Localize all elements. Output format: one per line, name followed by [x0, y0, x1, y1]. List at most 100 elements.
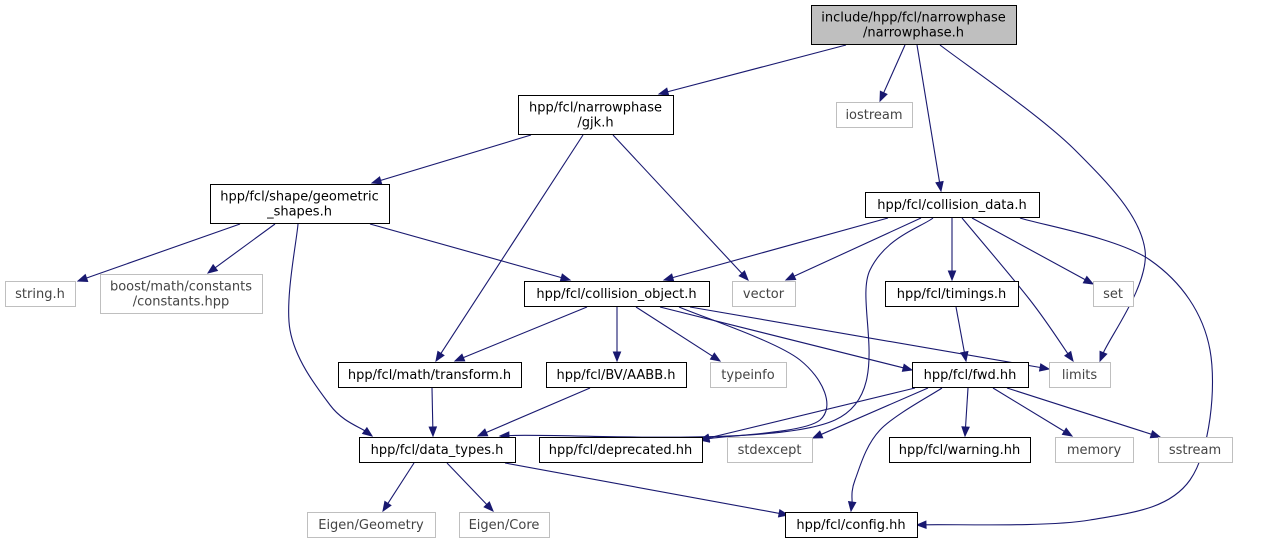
edge-line: [507, 217, 934, 438]
edge-collision_object-to-transform: [453, 306, 588, 362]
node-box: [836, 102, 913, 128]
node-gjk[interactable]: hpp/fcl/narrowphase/gjk.h: [518, 95, 674, 135]
edge-line: [446, 462, 488, 506]
node-label: memory: [1067, 443, 1122, 458]
edge-arrowhead: [901, 363, 914, 372]
edge-transform-to-data_types: [428, 387, 438, 438]
edge-collision_data-to-data_types: [498, 217, 934, 440]
edge-line: [882, 44, 906, 94]
node-root[interactable]: include/hpp/fcl/narrowphase/narrowphase.…: [811, 5, 1017, 45]
edge-arrowhead: [435, 350, 445, 363]
edge-line: [707, 387, 916, 439]
edge-arrowhead: [1082, 275, 1095, 285]
node-box: [359, 437, 516, 463]
node-label: /gjk.h: [577, 116, 613, 131]
node-box: [885, 281, 1019, 307]
node-label: hpp/fcl/collision_data.h: [877, 198, 1027, 213]
node-box: [889, 437, 1031, 463]
node-box: [459, 512, 550, 538]
node-box: [811, 5, 1017, 45]
node-eigen_geometry: Eigen/Geometry: [307, 512, 436, 538]
edge-line: [924, 217, 1214, 526]
node-data_types[interactable]: hpp/fcl/data_types.h: [359, 437, 516, 463]
node-timings[interactable]: hpp/fcl/timings.h: [885, 281, 1019, 307]
edge-collision_data-to-set: [971, 217, 1095, 285]
edge-line: [916, 44, 941, 184]
node-box: [5, 281, 76, 307]
edge-arrowhead: [1099, 350, 1108, 363]
edge-collision_object-to-limits: [689, 306, 1051, 372]
node-label: hpp/fcl/config.hh: [796, 518, 905, 533]
nodes-layer: include/hpp/fcl/narrowphase/narrowphase.…: [5, 5, 1233, 538]
node-fwd[interactable]: hpp/fcl/fwd.hh: [912, 362, 1029, 388]
node-label: typeinfo: [721, 368, 774, 383]
node-box: [210, 184, 390, 224]
node-memory: memory: [1055, 437, 1134, 463]
edge-root-to-gjk: [657, 44, 847, 96]
node-deprecated[interactable]: hpp/fcl/deprecated.hh: [539, 437, 703, 463]
edge-line: [485, 387, 591, 434]
edge-arrowhead: [206, 263, 219, 274]
node-box: [518, 95, 674, 135]
edge-line: [666, 44, 847, 93]
node-label: hpp/fcl/warning.hh: [899, 443, 1021, 458]
edge-arrowhead: [361, 426, 374, 437]
edge-arrowhead: [709, 352, 722, 362]
edge-arrowhead: [847, 501, 857, 513]
node-limits: limits: [1049, 362, 1111, 388]
node-collision_object[interactable]: hpp/fcl/collision_object.h: [524, 281, 710, 307]
edge-line: [971, 217, 1087, 281]
node-label: hpp/fcl/BV/AABB.h: [557, 368, 676, 383]
node-transform[interactable]: hpp/fcl/math/transform.h: [338, 362, 522, 388]
edge-aabb-to-data_types: [476, 387, 591, 437]
node-collision_data[interactable]: hpp/fcl/collision_data.h: [865, 192, 1040, 218]
edge-geometric-to-boostmath: [206, 223, 276, 274]
edge-arrowhead: [428, 426, 438, 438]
node-box: [1093, 281, 1134, 307]
edge-arrowhead: [657, 87, 670, 96]
edge-fwd-to-memory: [992, 387, 1074, 437]
node-box: [524, 281, 710, 307]
edge-collision_object-to-fwd: [659, 306, 914, 372]
edge-line: [612, 134, 743, 275]
node-config[interactable]: hpp/fcl/config.hh: [785, 512, 918, 538]
node-label: hpp/fcl/narrowphase: [529, 101, 662, 116]
edge-line: [659, 306, 905, 369]
node-box: [307, 512, 436, 538]
node-typeinfo: typeinfo: [710, 362, 787, 388]
node-string: string.h: [5, 281, 76, 307]
node-boostmath: boost/math/constants/constants.hpp: [100, 274, 263, 314]
node-set: set: [1093, 281, 1134, 307]
node-label: sstream: [1169, 443, 1221, 458]
edge-arrowhead: [935, 180, 944, 193]
node-label: hpp/fcl/collision_object.h: [536, 287, 696, 302]
node-geometric[interactable]: hpp/fcl/shape/geometric_shapes.h: [210, 184, 390, 224]
edge-fwd-to-deprecated: [698, 387, 916, 442]
edge-fwd-to-warning: [961, 387, 970, 438]
edge-line: [820, 387, 929, 436]
edge-line: [1006, 387, 1153, 436]
edge-arrowhead: [1149, 429, 1162, 439]
edge-line: [961, 217, 1069, 355]
node-box: [546, 362, 687, 388]
node-vector: vector: [732, 281, 796, 307]
edge-root-to-iostream: [879, 44, 906, 103]
node-sstream: sstream: [1158, 437, 1233, 463]
node-warning[interactable]: hpp/fcl/warning.hh: [889, 437, 1031, 463]
edge-line: [964, 387, 969, 429]
node-label: hpp/fcl/data_types.h: [371, 443, 504, 458]
node-label: include/hpp/fcl/narrowphase: [821, 11, 1006, 26]
edge-arrowhead: [76, 273, 89, 282]
node-aabb[interactable]: hpp/fcl/BV/AABB.h: [546, 362, 687, 388]
edge-arrowhead: [1061, 427, 1074, 437]
edge-line: [431, 387, 434, 429]
node-box: [1049, 362, 1111, 388]
edge-geometric-to-data_types: [288, 223, 374, 437]
node-stdexcept: stdexcept: [727, 437, 813, 463]
node-label: hpp/fcl/shape/geometric: [220, 190, 379, 205]
edge-line: [689, 306, 1042, 369]
edge-arrowhead: [382, 500, 392, 513]
node-label: /constants.hpp: [133, 295, 230, 310]
node-iostream: iostream: [836, 102, 913, 128]
node-label: boost/math/constants: [110, 280, 252, 295]
